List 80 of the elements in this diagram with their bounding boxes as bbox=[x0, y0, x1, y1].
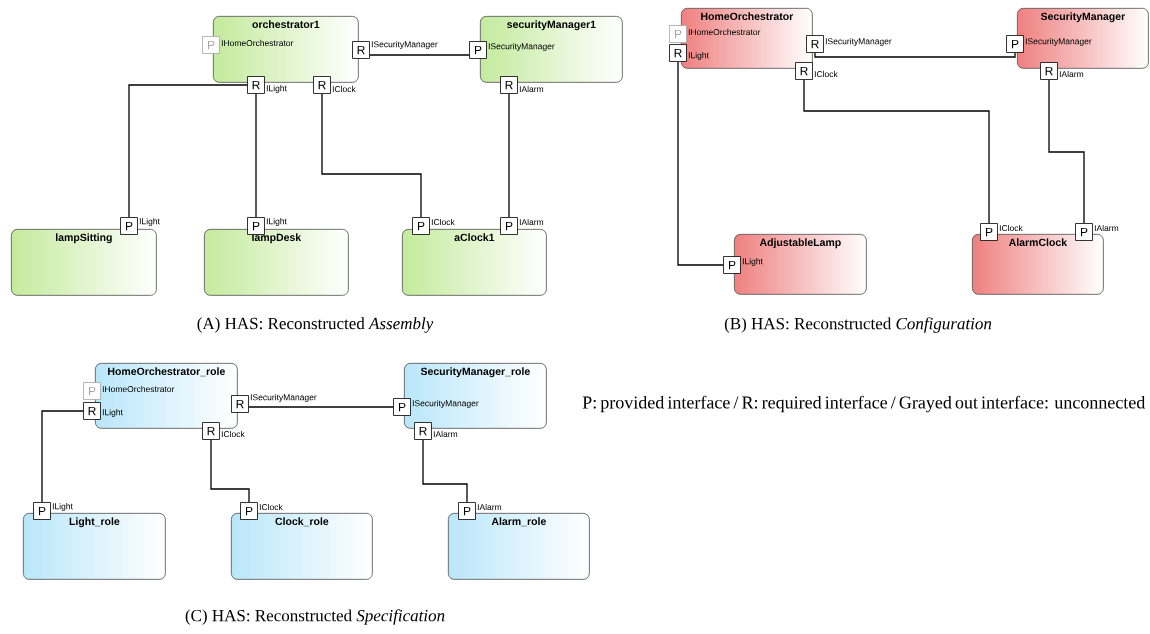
component-box: Light_role bbox=[23, 513, 166, 580]
connector bbox=[677, 61, 724, 266]
interface-label: ILight bbox=[742, 258, 763, 266]
port-box: P bbox=[669, 25, 687, 43]
connector bbox=[803, 79, 990, 224]
interface-label: ILight bbox=[139, 218, 160, 226]
connector bbox=[128, 84, 248, 218]
port-box: P bbox=[1006, 35, 1024, 53]
port-box: R bbox=[1040, 62, 1058, 80]
port-box: R bbox=[83, 402, 101, 420]
component-box: AlarmClock bbox=[972, 234, 1104, 295]
interface-label: ILight bbox=[266, 85, 287, 93]
connector bbox=[422, 439, 468, 503]
port-box: P bbox=[120, 217, 138, 235]
component-box: lampDesk bbox=[204, 229, 349, 296]
interface-label: ISecurityManager bbox=[371, 41, 438, 49]
port-box: R bbox=[669, 44, 687, 62]
interface-label: ISecurityManager bbox=[1025, 38, 1092, 46]
port-box: R bbox=[806, 35, 824, 53]
interface-label: IHomeOrchestrator bbox=[688, 28, 761, 36]
port-box: P bbox=[247, 217, 265, 235]
port-box: R bbox=[313, 76, 331, 94]
port-box: R bbox=[247, 76, 265, 94]
component-box: lampSitting bbox=[11, 229, 157, 296]
port-box: P bbox=[240, 502, 258, 520]
interface-label: IAlarm bbox=[433, 430, 458, 438]
interface-label: ILight bbox=[102, 409, 123, 417]
interface-label: IHomeOrchestrator bbox=[221, 39, 294, 47]
port-box: R bbox=[352, 41, 370, 59]
legend-note: P: provided interface / R: required interface / Grayed out interface: unconnected bbox=[582, 395, 1146, 413]
port-box: P bbox=[202, 36, 220, 54]
component-box: Clock_role bbox=[231, 513, 373, 580]
subfigure-caption: (C) HAS: Reconstructed Specification bbox=[185, 609, 445, 625]
port-box: P bbox=[723, 256, 741, 274]
interface-label: IAlarm bbox=[1094, 224, 1119, 232]
port-box: P bbox=[83, 382, 101, 400]
interface-label: ILight bbox=[266, 218, 287, 226]
subfigure-caption: (B) HAS: Reconstructed Configuration bbox=[724, 317, 992, 333]
port-box: R bbox=[202, 422, 220, 440]
port-box: P bbox=[393, 398, 411, 416]
interface-label: IHomeOrchestrator bbox=[102, 385, 175, 393]
interface-label: IAlarm bbox=[477, 503, 502, 511]
port-box: P bbox=[500, 217, 518, 235]
connector bbox=[210, 439, 250, 503]
port-box: P bbox=[33, 502, 51, 520]
component-box: Alarm_role bbox=[448, 513, 590, 580]
connector bbox=[1048, 79, 1085, 224]
interface-label: ILight bbox=[688, 52, 709, 60]
interface-label: IClock bbox=[259, 503, 283, 511]
port-box: R bbox=[500, 76, 518, 94]
component-box: aClock1 bbox=[402, 229, 547, 296]
interface-label: IClock bbox=[332, 85, 356, 93]
connector bbox=[41, 410, 84, 503]
connector bbox=[369, 54, 470, 56]
interface-label: ISecurityManager bbox=[250, 394, 317, 402]
interface-label: IAlarm bbox=[1059, 70, 1084, 78]
connector bbox=[508, 93, 510, 218]
interface-label: ISecurityManager bbox=[412, 400, 479, 408]
port-box: P bbox=[469, 41, 487, 59]
interface-label: ILight bbox=[52, 503, 73, 511]
interface-label: IClock bbox=[999, 224, 1023, 232]
port-box: R bbox=[414, 422, 432, 440]
connector bbox=[255, 93, 257, 218]
port-box: P bbox=[412, 217, 430, 235]
interface-label: ISecurityManager bbox=[825, 38, 892, 46]
interface-label: ISecurityManager bbox=[488, 43, 555, 51]
port-box: P bbox=[1075, 223, 1093, 241]
interface-label: IClock bbox=[431, 218, 455, 226]
interface-label: IClock bbox=[814, 70, 838, 78]
connector bbox=[814, 52, 1016, 58]
port-box: P bbox=[458, 502, 476, 520]
port-box: R bbox=[795, 62, 813, 80]
interface-label: IAlarm bbox=[519, 85, 544, 93]
subfigure-caption: (A) HAS: Reconstructed Assembly bbox=[197, 317, 434, 333]
port-box: R bbox=[231, 395, 249, 413]
connector bbox=[248, 406, 394, 408]
port-box: P bbox=[980, 223, 998, 241]
connector bbox=[321, 93, 422, 218]
interface-label: IAlarm bbox=[519, 218, 544, 226]
interface-label: IClock bbox=[221, 430, 245, 438]
